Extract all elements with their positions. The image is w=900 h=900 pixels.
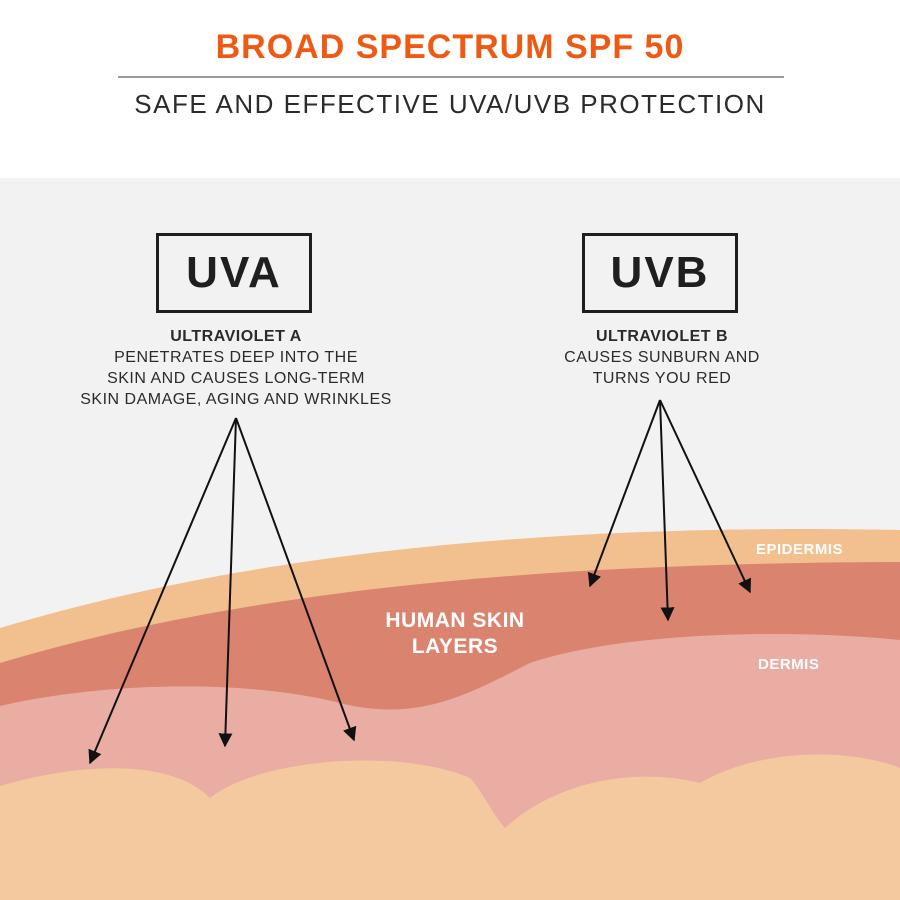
uvb-arrow-center [659, 399, 675, 622]
uvb-badge: UVB [582, 233, 738, 313]
uva-badge: UVA [156, 233, 312, 313]
skin-diagram: UVA UVB ULTRAVIOLET A PENETRATES DEEP IN… [0, 178, 900, 900]
uva-desc-line: PENETRATES DEEP INTO THE [114, 349, 358, 366]
human-skin-label-line: LAYERS [411, 635, 499, 658]
page-subtitle: SAFE AND EFFECTIVE UVA/UVB PROTECTION [134, 89, 766, 119]
human-skin-label-line: HUMAN SKIN [385, 609, 525, 632]
uva-arrow-left [88, 417, 237, 765]
uvb-arrows [587, 399, 751, 622]
uvb-desc-line: CAUSES SUNBURN AND [564, 349, 760, 366]
uva-arrows [88, 417, 357, 765]
uva-desc-line: SKIN AND CAUSES LONG-TERM [107, 370, 365, 387]
uvb-name: ULTRAVIOLET B [595, 328, 729, 345]
skin-layers-illustration [0, 178, 900, 900]
header: BROAD SPECTRUM SPF 50 SAFE AND EFFECTIVE… [0, 0, 900, 178]
uva-arrow-center [218, 417, 237, 748]
uvb-arrow-right [659, 399, 751, 594]
human-skin-layers-label: HUMAN SKIN LAYERS [360, 608, 550, 660]
uvb-arrow-left [587, 399, 661, 588]
subcutaneous-layer [0, 754, 900, 900]
uva-desc-line: SKIN DAMAGE, AGING AND WRINKLES [80, 391, 392, 408]
uva-description: ULTRAVIOLET A PENETRATES DEEP INTO THE S… [40, 326, 432, 410]
epidermis-label: EPIDERMIS [756, 541, 844, 558]
title-divider [118, 76, 784, 78]
page-title: BROAD SPECTRUM SPF 50 [215, 28, 685, 66]
dermis-label: DERMIS [758, 656, 820, 673]
uvb-desc-line: TURNS YOU RED [592, 370, 732, 387]
uva-arrow-right [235, 417, 357, 742]
uva-name: ULTRAVIOLET A [170, 328, 302, 345]
uvb-description: ULTRAVIOLET B CAUSES SUNBURN AND TURNS Y… [500, 326, 824, 389]
